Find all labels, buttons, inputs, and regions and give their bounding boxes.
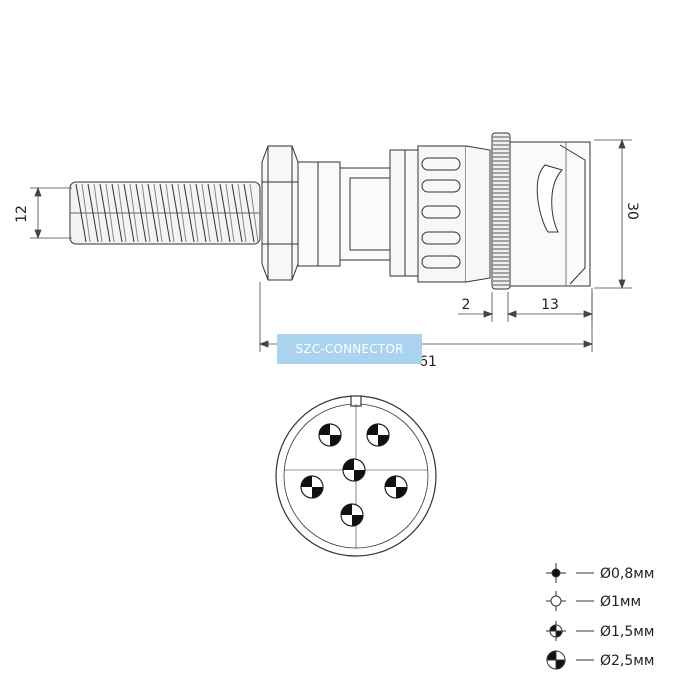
spring-coil — [99, 183, 111, 243]
spring-coil — [165, 183, 175, 243]
spring-coil — [147, 183, 159, 243]
grip-sleeve — [417, 145, 491, 283]
spring-coil — [153, 183, 163, 243]
dim-total-label: 61 — [419, 354, 437, 370]
hex-nut — [261, 145, 299, 281]
spring-coil — [123, 183, 135, 243]
dim-ring-label: 2 — [462, 297, 471, 313]
contact-pin — [384, 475, 408, 499]
spring-coil — [195, 183, 207, 243]
pin-diameter-legend: Ø0,8мм Ø1мм Ø1,5мм Ø2,5мм — [546, 563, 654, 670]
spring-coil — [111, 183, 123, 243]
connector-side-view — [69, 132, 591, 290]
pin-2-5-icon — [546, 650, 566, 670]
spring-coil — [225, 183, 235, 243]
spring-coil — [189, 183, 199, 243]
legend-label-2-5: Ø2,5мм — [600, 653, 654, 669]
spring-coil — [171, 183, 183, 243]
dim-height-label: 12 — [14, 205, 30, 223]
spring-coil — [237, 183, 247, 243]
dim-width-label: 30 — [624, 202, 640, 220]
spring-coil — [243, 183, 255, 243]
pin-layout-front-view — [275, 395, 437, 557]
spring-coil — [177, 183, 187, 243]
spring-coil — [129, 183, 139, 243]
spring-coil — [135, 183, 147, 243]
pin-1-5-icon — [546, 621, 566, 641]
spring-coil — [183, 183, 195, 243]
contact-pin — [342, 458, 366, 482]
spring-coil — [201, 183, 211, 243]
dimension-lines — [30, 138, 632, 352]
spring-coil — [213, 183, 223, 243]
spring-coil — [75, 183, 87, 243]
contact-pin — [340, 503, 364, 527]
contact-pin — [300, 475, 324, 499]
spring-coil — [87, 183, 99, 243]
pin-0-8-icon — [546, 563, 566, 583]
connector-tip — [509, 141, 591, 287]
spring-coil — [117, 183, 127, 243]
spring-strain-relief — [69, 181, 261, 245]
knurled-ring — [491, 132, 511, 290]
spring-coil — [207, 183, 219, 243]
legend-label-1-5: Ø1,5мм — [600, 624, 654, 640]
spring-coil — [159, 183, 171, 243]
spring-coil — [141, 183, 151, 243]
legend-label-0-8: Ø0,8мм — [600, 566, 654, 582]
spring-coil — [105, 183, 115, 243]
legend-label-1: Ø1мм — [600, 594, 641, 610]
contact-pin — [318, 423, 342, 447]
spring-coil — [231, 183, 243, 243]
pin-1-icon — [546, 591, 566, 611]
watermark-label: SZC-CONNECTOR — [277, 334, 422, 364]
spring-coil — [219, 183, 231, 243]
spring-coil — [249, 183, 259, 243]
dim-tip-label: 13 — [541, 297, 559, 313]
body-cylinder — [297, 149, 421, 277]
spring-coil — [81, 183, 91, 243]
contact-pin — [366, 423, 390, 447]
spring-coil — [93, 183, 103, 243]
